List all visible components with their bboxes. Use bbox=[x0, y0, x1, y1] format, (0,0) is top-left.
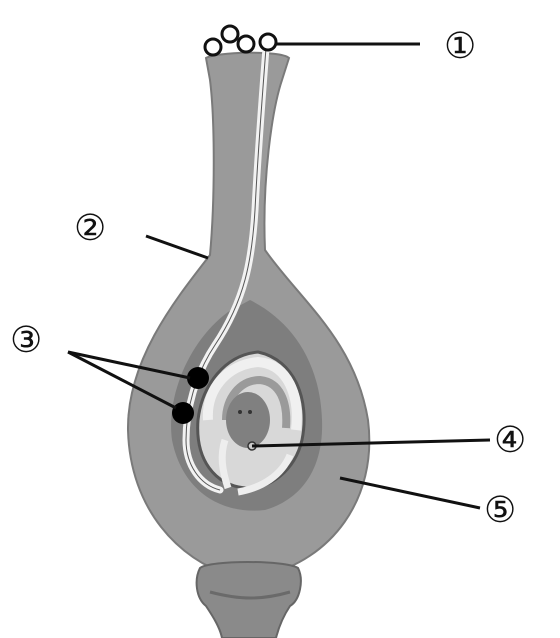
pollen-grain bbox=[222, 26, 238, 42]
label-3: ③ bbox=[10, 320, 42, 361]
label-2: ② bbox=[74, 208, 106, 249]
pollen-grains bbox=[205, 26, 276, 55]
pollen-grain bbox=[205, 39, 221, 55]
label-1: ① bbox=[444, 26, 476, 67]
receptacle bbox=[197, 562, 301, 638]
pollen-grain bbox=[238, 36, 254, 52]
sperm-nucleus bbox=[172, 402, 194, 424]
pollen-grain bbox=[260, 34, 276, 50]
embryo-sac bbox=[226, 392, 270, 448]
polar-nucleus bbox=[248, 410, 252, 414]
sperm-nucleus bbox=[187, 367, 209, 389]
polar-nucleus bbox=[238, 410, 242, 414]
label-4: ④ bbox=[494, 420, 526, 461]
receptacle-shape bbox=[197, 562, 301, 638]
leader-line-2 bbox=[146, 236, 208, 258]
label-5: ⑤ bbox=[484, 490, 516, 531]
